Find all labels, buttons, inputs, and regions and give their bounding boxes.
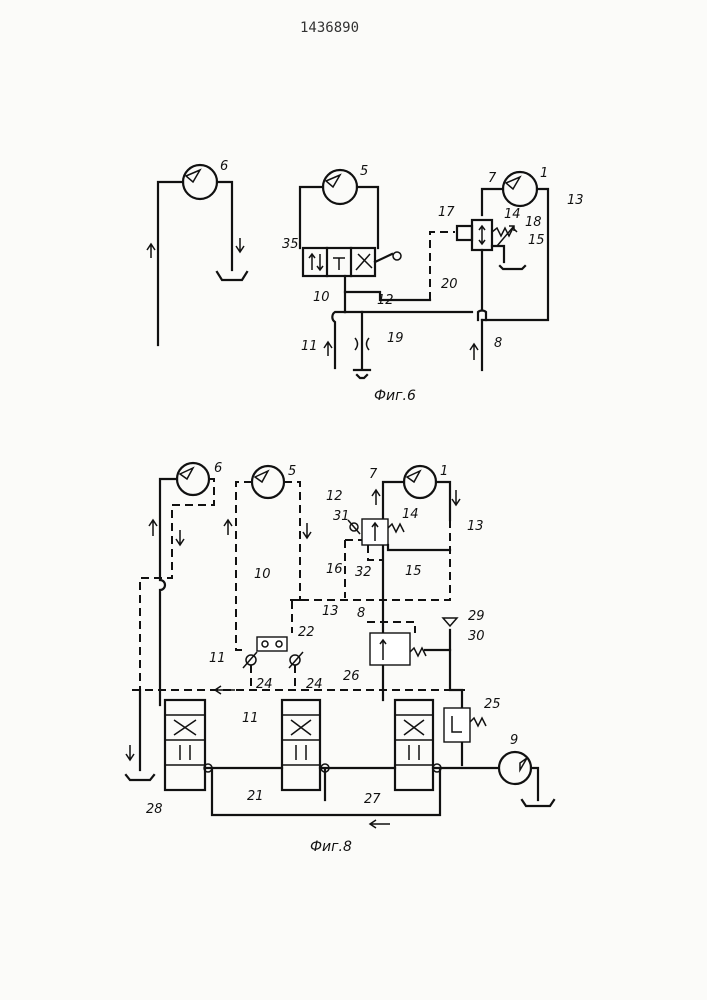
part-label: 21 [247,789,264,804]
part-label: 13 [567,193,584,208]
part-label: 13 [322,604,339,619]
part-label: 26 [343,669,360,684]
part-label: 6 [214,461,222,476]
relief-valve-26 [370,633,410,665]
part-label: 14 [402,507,419,522]
part-label: 6 [220,159,228,174]
part-label: 30 [468,629,485,644]
part-label: 10 [313,290,330,305]
relief-valve-25 [444,708,470,742]
part-label: 27 [364,792,381,807]
check-valve-29-icon [443,618,457,626]
part-label: 24 [256,677,273,692]
part-label: 15 [405,564,422,579]
part-label: 17 [438,205,455,220]
part-label: 24 [306,677,323,692]
part-label: 25 [484,697,501,712]
part-label: 11 [242,711,259,726]
part-label: 35 [282,237,299,252]
figure-caption: Фиг.8 [310,839,352,855]
directional-valve-28 [165,700,205,790]
figure-caption: Фиг.6 [374,388,416,404]
motor-arrow-icon [186,170,200,182]
figure-8: 6 5 1 7 12 31 14 13 10 16 32 15 13 8 29 … [126,461,554,855]
part-label: 22 [298,625,315,640]
hydraulic-pump-9 [499,752,531,784]
part-label: 7 [369,467,378,482]
figure-6: 6 5 1 7 13 17 14 18 15 35 20 10 12 11 19… [147,159,584,404]
part-label: 1 [440,464,448,479]
part-label: 12 [377,293,394,308]
part-label: 31 [333,509,350,524]
part-label: 8 [357,606,365,621]
part-label: 11 [301,339,318,354]
part-label: 15 [528,233,545,248]
part-label: 11 [209,651,226,666]
part-label: 18 [525,215,542,230]
valve-lever-icon [393,252,401,260]
flow-arrow-icon [215,686,235,694]
part-label: 5 [360,164,368,179]
part-label: 13 [467,519,484,534]
part-label: 28 [146,802,163,817]
part-label: 14 [504,207,521,222]
patent-number: 1436890 [300,20,359,36]
part-label: 8 [494,336,502,351]
part-label: 10 [254,567,271,582]
flow-arrow-icon [147,244,155,258]
part-label: 5 [288,464,296,479]
part-label: 32 [355,565,372,580]
part-label: 7 [488,171,497,186]
directional-valve-27 [395,700,433,790]
flow-arrow-icon [236,238,244,252]
part-label: 20 [441,277,458,292]
part-label: 29 [468,609,485,624]
actuator-17 [457,226,472,240]
part-label: 16 [326,562,343,577]
part-label: 12 [326,489,343,504]
directional-valve-21 [282,700,320,790]
part-label: 9 [510,733,518,748]
part-label: 1 [540,166,548,181]
flow-arrow-icon [470,344,478,360]
part-label: 19 [387,331,404,346]
flow-arrow-icon [370,820,390,828]
